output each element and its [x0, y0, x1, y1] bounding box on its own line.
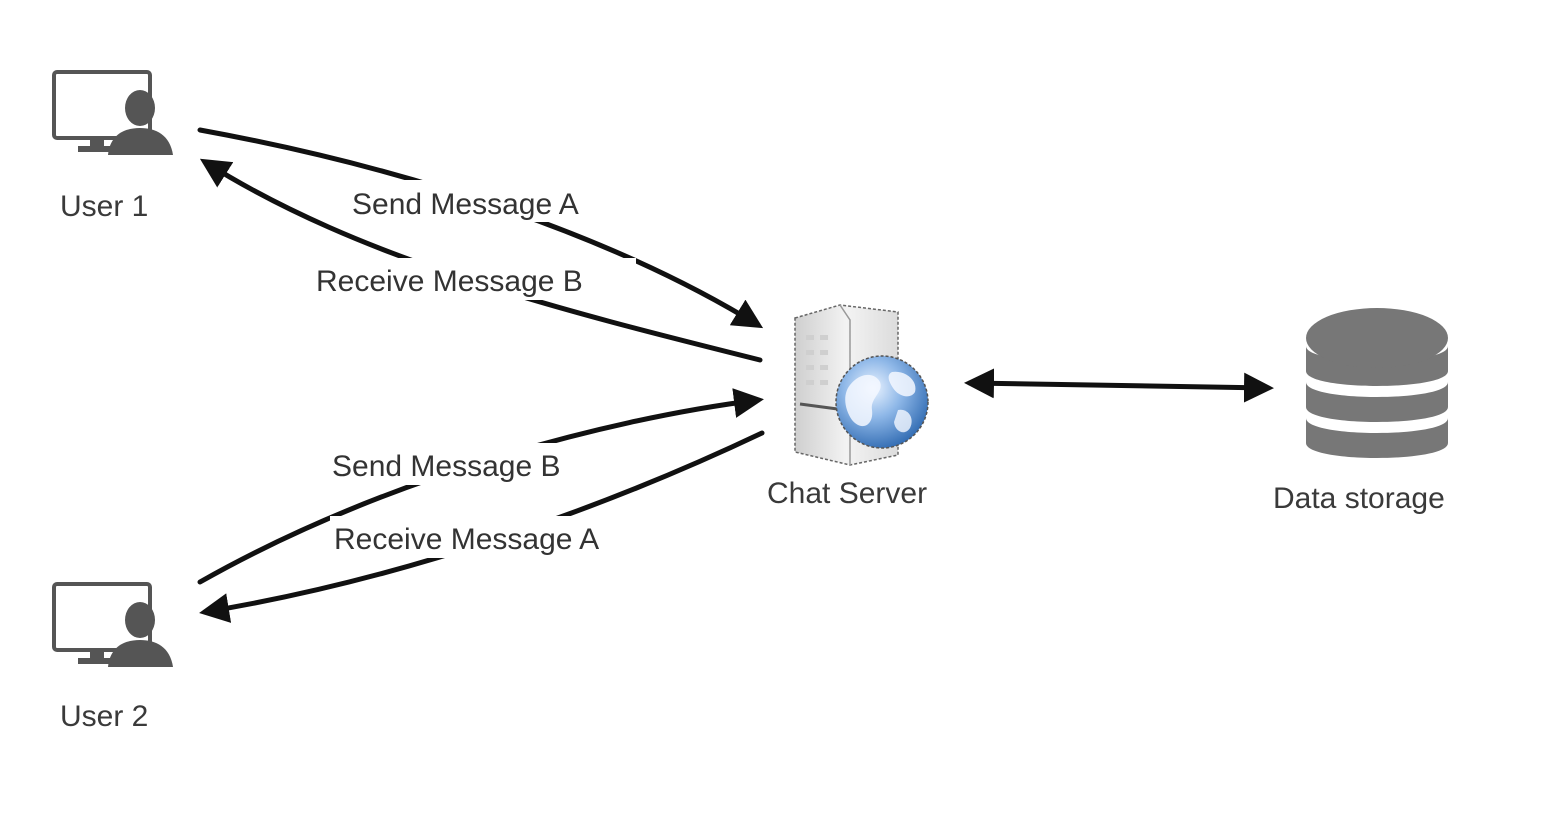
- node-user2: User 2: [52, 582, 173, 733]
- edge-label-text: Receive Message A: [334, 523, 599, 556]
- node-label: User 2: [60, 700, 148, 733]
- node-user1: User 1: [52, 70, 173, 223]
- edge-label-text: Send Message B: [332, 450, 560, 483]
- node-label: User 1: [60, 190, 148, 223]
- node-label: Chat Server: [767, 477, 927, 510]
- database-icon: [1306, 308, 1448, 458]
- edge-label-receive-message-b: Receive Message B: [312, 258, 636, 300]
- edge-server-storage: [964, 368, 1274, 403]
- web-server-globe-icon: [794, 304, 929, 466]
- node-data-storage: Data storage: [1273, 308, 1448, 515]
- user-computer-icon: [52, 582, 173, 667]
- edge-label-send-message-a: Send Message A: [348, 180, 630, 222]
- node-label: Data storage: [1273, 482, 1445, 515]
- node-chat-server: Chat Server: [767, 304, 929, 510]
- edge-label-text: Send Message A: [352, 188, 579, 221]
- edge-label-receive-message-a: Receive Message A: [330, 516, 654, 558]
- edge-label-send-message-b: Send Message B: [328, 443, 612, 485]
- edge-label-text: Receive Message B: [316, 265, 583, 298]
- user-computer-icon: [52, 70, 173, 155]
